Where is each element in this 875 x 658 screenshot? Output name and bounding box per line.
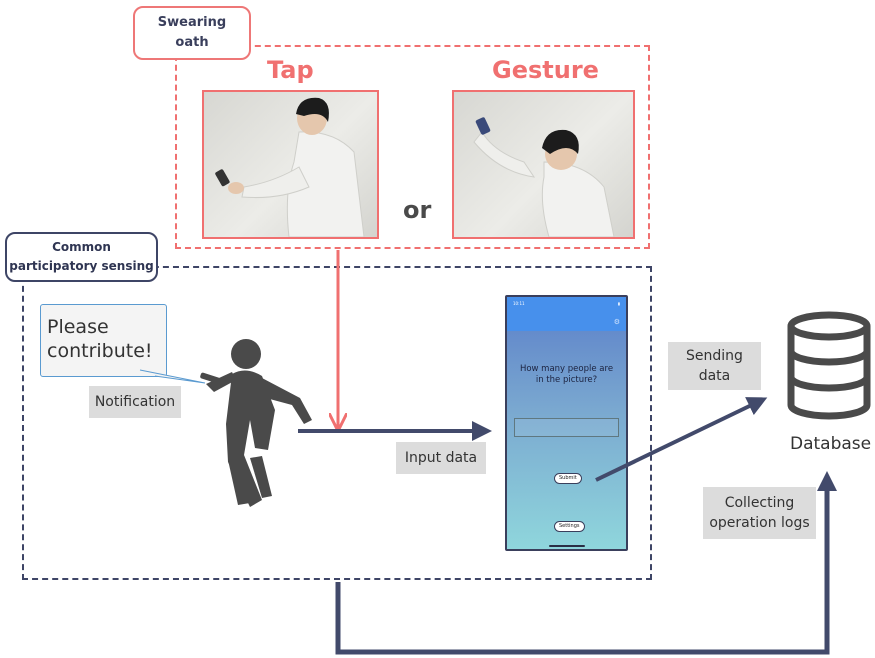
swearing-oath-badge: Swearing oath — [133, 6, 251, 60]
notification-text: Notification — [94, 394, 176, 410]
gesture-label: Gesture — [492, 56, 599, 84]
bubble-line-2: contribute! — [47, 340, 153, 362]
database-label: Database — [790, 434, 872, 454]
input-data-text: Input data — [404, 450, 478, 466]
collecting-line-1: Collecting — [724, 495, 795, 511]
sending-line-2: data — [698, 368, 731, 384]
phone-home-indicator — [549, 545, 585, 547]
or-label: or — [403, 196, 432, 224]
collecting-logs-label: Collecting operation logs — [703, 487, 816, 539]
sending-line-1: Sending — [686, 348, 743, 364]
swearing-oath-label: Swearing oath — [157, 14, 227, 50]
sending-data-label: Sending data — [668, 342, 761, 390]
tap-person-illustration — [215, 97, 365, 237]
tap-label: Tap — [267, 56, 314, 84]
notification-label: Notification — [89, 386, 181, 418]
collecting-logs-arrow — [335, 470, 837, 655]
phone-answer-input[interactable] — [514, 418, 619, 437]
bubble-line-1: Please — [47, 316, 109, 338]
gesture-person-illustration — [473, 117, 615, 237]
phone-question: How many people are in the picture? — [519, 364, 614, 385]
phone-app-bar: 10:11 ▮ ⚙ — [507, 297, 626, 331]
speech-bubble: Please contribute! — [40, 304, 167, 377]
bubble-tail — [139, 369, 206, 384]
person-with-phone-icon — [200, 339, 312, 507]
phone-submit-button[interactable]: Submit — [554, 473, 582, 484]
phone-gear-icon[interactable]: ⚙ — [613, 318, 620, 326]
phone-settings-button[interactable]: Settings — [554, 521, 585, 532]
tap-photo — [202, 90, 379, 239]
collecting-line-2: operation logs — [709, 515, 810, 531]
phone-time: 10:11 — [513, 301, 525, 306]
sending-data-arrow — [595, 397, 768, 482]
common-sensing-label: Common participatory sensing — [9, 240, 154, 273]
common-sensing-badge: Common participatory sensing — [5, 232, 158, 282]
database-icon — [787, 311, 871, 420]
swearing-oath-frame — [175, 45, 650, 249]
phone-mockup: 10:11 ▮ ⚙ How many people are in the pic… — [505, 295, 628, 551]
phone-battery-icon: ▮ — [617, 301, 620, 306]
gesture-photo — [452, 90, 635, 239]
input-data-label: Input data — [396, 442, 486, 474]
